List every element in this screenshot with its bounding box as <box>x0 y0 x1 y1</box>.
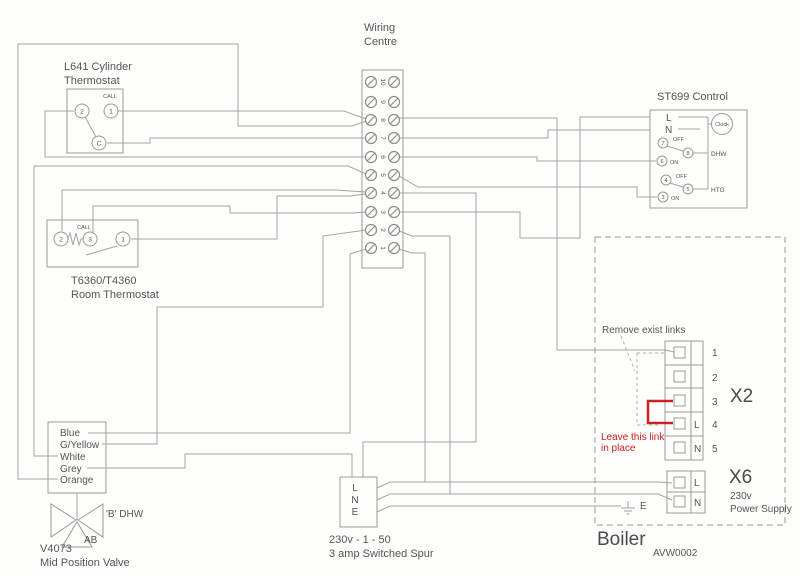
svg-text:8: 8 <box>379 118 386 122</box>
valve-port-ab-label: AB <box>84 535 98 546</box>
clock-label: Clock <box>715 122 729 128</box>
st699-title: ST699 Control <box>657 91 728 103</box>
x2-terminal-4: 4 <box>712 420 718 431</box>
svg-text:3: 3 <box>379 210 386 214</box>
svg-text:1: 1 <box>379 246 386 250</box>
valve-wire-gyellow: G/Yellow <box>60 440 100 451</box>
anticipator-resistor <box>67 231 83 247</box>
x2-live-label: L <box>694 420 700 431</box>
x2-neutral-label: N <box>694 444 701 455</box>
svg-text:2: 2 <box>379 228 386 232</box>
x2-block-label: X2 <box>730 386 753 407</box>
st699-terminal-4: 4 <box>664 178 667 184</box>
clock-icon <box>711 113 733 135</box>
valve-wire-orange: Orange <box>60 475 94 486</box>
room-thermostat-call-label: CALL <box>77 225 91 231</box>
link-wire <box>646 399 673 425</box>
st699-htg-on-label: ON <box>671 196 679 202</box>
x6-block-label: X6 <box>729 467 752 488</box>
room-terminal-3: 3 <box>88 237 92 244</box>
spur-title-line1: 230v - 1 - 50 <box>329 534 391 546</box>
x6-live-label: L <box>694 478 700 489</box>
wires <box>17 43 675 513</box>
x6-terminal-block: L N X6 230v Power Supply <box>666 467 792 515</box>
x6-neutral-label: N <box>694 498 701 509</box>
remove-links-bracket <box>636 352 664 426</box>
svg-text:6: 6 <box>379 155 386 159</box>
x2-terminal-1: 1 <box>712 348 718 359</box>
supply-label: Power Supply <box>730 504 792 515</box>
spur-neutral-label: N <box>351 495 358 506</box>
valve-title-line2: Mid Position Valve <box>40 557 130 569</box>
x2-terminal-5: 5 <box>712 444 718 455</box>
x2-terminal-block: L N 1 2 3 4 5 X2 Leave this link in plac… <box>601 340 753 461</box>
st699-terminal-3: 3 <box>661 195 664 201</box>
valve-symbol <box>50 503 104 548</box>
leave-link-note-line2: in place <box>601 443 636 454</box>
wiring-centre: Wiring Centre 10 9 8 7 6 5 4 3 2 1 <box>361 22 404 269</box>
spur-earth-label: E <box>352 507 359 518</box>
wiring-centre-screws <box>364 75 401 255</box>
svg-text:5: 5 <box>379 173 386 177</box>
svg-text:7: 7 <box>379 136 386 140</box>
mid-position-valve: Blue G/Yellow White Grey Orange 'B' DHW … <box>40 421 144 569</box>
x2-terminal-3: 3 <box>712 397 718 408</box>
remove-links-note: Remove exist links <box>602 325 685 336</box>
boiler-enclosure: Remove exist links L N 1 2 3 4 5 <box>594 236 792 559</box>
earth-icon <box>621 501 635 515</box>
cylinder-thermostat-call-label: CALL <box>103 94 117 100</box>
svg-text:4: 4 <box>379 191 386 195</box>
wiring-centre-terminal-numbers: 10 9 8 7 6 5 4 3 2 1 <box>379 78 386 250</box>
st699-terminal-8: 8 <box>686 151 689 157</box>
room-thermostat-title-line1: T6360/T4360 <box>71 275 136 287</box>
room-terminal-1: 1 <box>121 237 125 244</box>
valve-wire-white: White <box>60 452 86 463</box>
diagram-code-label: AVW0002 <box>653 548 698 559</box>
spur-title-line2: 3 amp Switched Spur <box>329 548 434 560</box>
cylinder-thermostat-title-line2: Thermostat <box>64 75 120 87</box>
svg-text:9: 9 <box>379 100 386 104</box>
leave-link-note-line1: Leave this link <box>601 432 665 443</box>
st699-neutral-label: N <box>665 125 672 136</box>
cylinder-terminal-1: 1 <box>109 109 113 116</box>
room-thermostat-title-line2: Room Thermostat <box>71 289 159 301</box>
st699-terminal-7: 7 <box>661 141 664 147</box>
supply-voltage-label: 230v <box>730 491 752 502</box>
st699-htg-label: HTG <box>711 187 725 194</box>
boiler-label: Boiler <box>597 529 646 550</box>
wiring-centre-title-line1: Wiring <box>364 22 395 34</box>
st699-control: ST699 Control L N Clock 7 OFF 8 DHW 6 ON… <box>649 91 748 209</box>
switched-spur: L N E 230v - 1 - 50 3 amp Switched Spur <box>329 476 434 560</box>
cylinder-terminal-c: C <box>97 141 102 148</box>
valve-title-line1: V4073 <box>40 543 72 555</box>
spur-live-label: L <box>352 483 358 494</box>
st699-dhw-on-label: ON <box>670 160 678 166</box>
st699-htg-off-label: OFF <box>676 174 688 180</box>
st699-terminal-5: 5 <box>686 187 689 193</box>
st699-dhw-off-label: OFF <box>673 137 685 143</box>
valve-port-b-label: 'B' DHW <box>106 509 144 520</box>
cylinder-thermostat: L641 Cylinder Thermostat CALL 2 1 C <box>64 61 132 154</box>
room-terminal-2: 2 <box>59 237 63 244</box>
valve-wire-blue: Blue <box>60 428 80 439</box>
wiring-centre-title-line2: Centre <box>364 36 397 48</box>
cylinder-thermostat-title-line1: L641 Cylinder <box>64 61 132 73</box>
valve-wire-grey: Grey <box>60 464 82 475</box>
st699-dhw-label: DHW <box>711 151 727 158</box>
x2-terminal-2: 2 <box>712 373 718 384</box>
st699-live-label: L <box>666 113 672 124</box>
room-thermostat: CALL 2 3 1 T6360/T4360 Room Thermostat <box>46 219 159 301</box>
boiler-earth-label: E <box>640 501 647 512</box>
cylinder-terminal-2: 2 <box>80 109 84 116</box>
svg-text:10: 10 <box>379 78 386 86</box>
st699-terminal-6: 6 <box>660 159 663 165</box>
